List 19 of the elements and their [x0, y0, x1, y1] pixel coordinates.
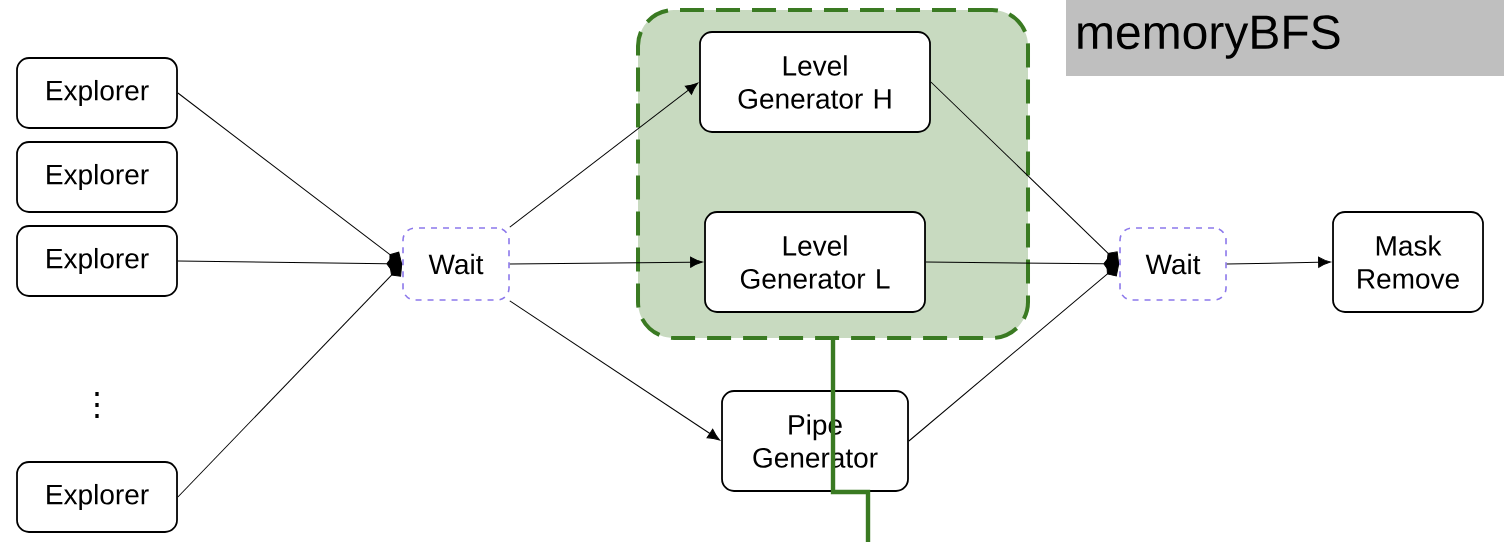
ellipsis-dots: ⋮ [95, 392, 99, 418]
process-box: Explorer [16, 57, 178, 129]
arrow [930, 81, 1120, 264]
arrow [1226, 256, 1331, 268]
process-box: Level Generator L [704, 211, 926, 313]
wait-box: Wait [1119, 227, 1227, 301]
wait-box: Wait [402, 227, 510, 301]
process-box: Explorer [16, 225, 178, 297]
arrow [908, 264, 1120, 442]
process-box: Mask Remove [1332, 211, 1484, 313]
process-box: Explorer [16, 141, 178, 213]
process-box: Explorer [16, 461, 178, 533]
arrow [509, 82, 699, 228]
title-box: memoryBFS [1066, 0, 1504, 76]
arrow [509, 256, 703, 268]
process-box: Level Generator H [699, 31, 931, 133]
connector-line [830, 340, 871, 542]
arrow [509, 300, 721, 441]
arrow [177, 264, 403, 498]
